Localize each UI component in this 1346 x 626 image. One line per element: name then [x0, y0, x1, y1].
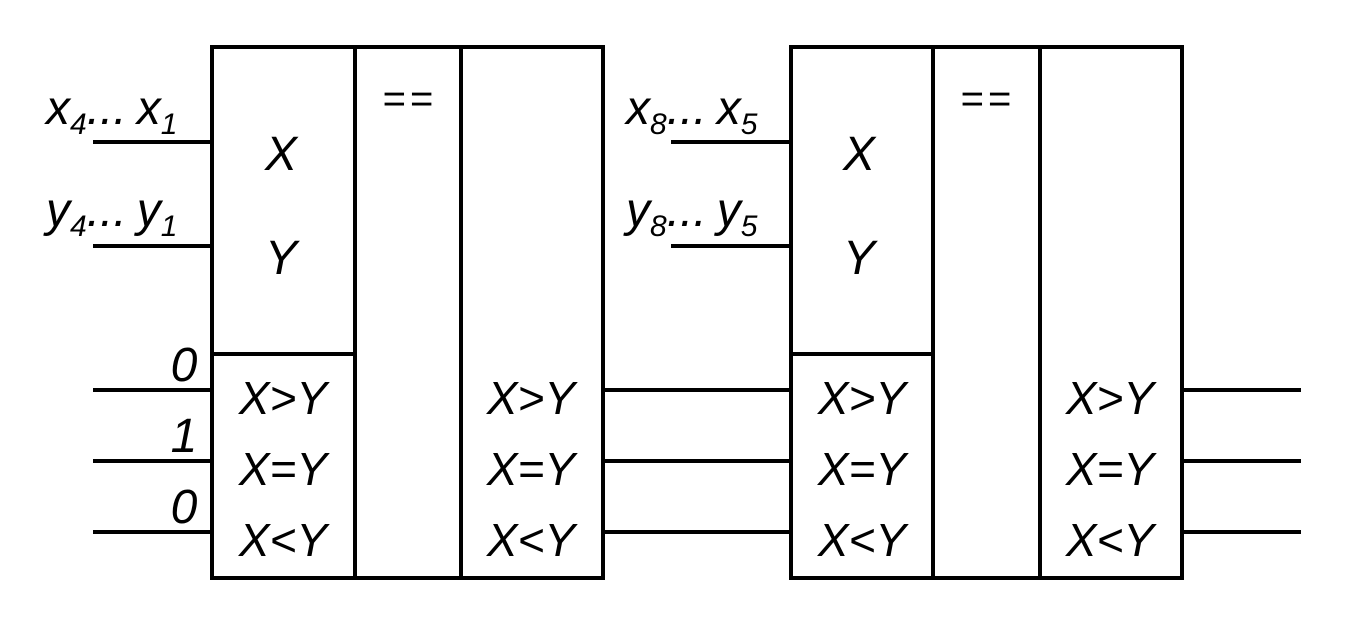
comparator-1-cascade-in-eq: X=Y [238, 443, 331, 495]
comparator-2-operand-x: X [842, 128, 877, 181]
comparator-1-cascade-in-lt: X<Y [238, 514, 331, 566]
comparator-2-y-bus-label: y8...y5 [623, 184, 758, 243]
comparator-1-outline [210, 45, 605, 580]
comparator-1-y-bus-label: y4...y1 [43, 184, 177, 243]
comparator-1-output-eq: X=Y [486, 443, 579, 495]
cascade-input-value-lt: 0 [171, 481, 198, 534]
comparator-1-x-bus-label: x4...x1 [44, 82, 177, 141]
comparator-1-output-gt: X>Y [486, 372, 579, 424]
comparator-1-cascade-in-gt: X>Y [238, 372, 331, 424]
comparator-2-cascade-in-eq: X=Y [817, 443, 910, 495]
comparator-2-output-gt: X>Y [1065, 372, 1158, 424]
comparator-high-nibble: x8...x5 y8...y5 X Y == X>Y X=Y X<Y X>Y X… [623, 45, 1301, 580]
comparator-low-nibble: x4...x1 y4...y1 X Y == 0 1 0 X>Y X=Y X<Y… [43, 45, 605, 580]
comparator-1-output-lt: X<Y [486, 514, 579, 566]
comparator-2-cascade-in-lt: X<Y [817, 514, 910, 566]
comparator-1-function-label: == [383, 77, 438, 121]
comparator-2-x-bus-label: x8...x5 [624, 82, 758, 141]
comparator-1-operand-y: Y [265, 232, 300, 285]
cascade-input-value-gt: 0 [171, 339, 198, 392]
comparator-2-output-eq: X=Y [1065, 443, 1158, 495]
comparator-2-cascade-in-gt: X>Y [817, 372, 910, 424]
cascade-input-value-eq: 1 [171, 410, 198, 463]
comparator-2-output-lt: X<Y [1065, 514, 1158, 566]
comparator-1-operand-x: X [264, 128, 299, 181]
comparator-2-outline [789, 45, 1184, 580]
comparator-2-operand-y: Y [843, 232, 878, 285]
comparator-2-function-label: == [961, 77, 1016, 121]
cascade-interconnect [603, 388, 791, 534]
